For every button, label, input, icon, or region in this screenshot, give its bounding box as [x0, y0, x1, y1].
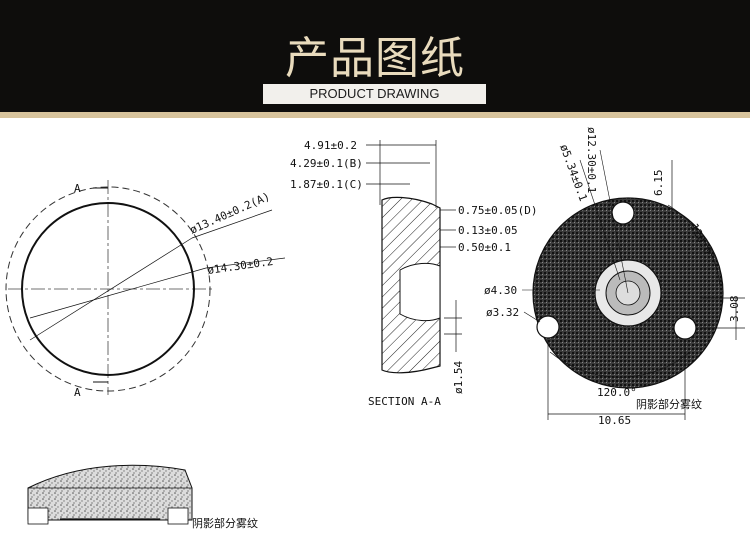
dim-center-bore: ø5.34±0.1	[557, 143, 590, 203]
dim-bore-inner: ø4.30	[484, 284, 517, 297]
front-view-dim-line-b	[29, 267, 207, 319]
leader-line	[523, 311, 541, 323]
dim-width-c: 1.87±0.1(C)	[290, 178, 363, 191]
section-caption: SECTION A-A	[368, 395, 441, 408]
dim-offset: 3.08	[728, 296, 741, 323]
dim-step: 0.13±0.05	[458, 224, 518, 237]
section-view: 4.91±0.2 4.29±0.1(B) 1.87±0.1(C) 0.75±0.…	[290, 139, 537, 408]
dim-notch: 6.15	[652, 170, 665, 197]
dim-lip: 0.50±0.1	[458, 241, 511, 254]
dim-line	[599, 149, 629, 294]
front-view: ø13.40±0.2(A) ø14.30±0.2 A A	[5, 180, 286, 399]
dim-pcd: ø12.30±0.1	[585, 127, 598, 193]
back-view-pin-right	[673, 316, 697, 340]
page-subtitle: PRODUCT DRAWING	[309, 86, 440, 101]
angle-arc-right	[667, 204, 721, 286]
side-view: 阴影部分雾纹	[27, 464, 258, 530]
page-title: 产品图纸	[285, 33, 465, 84]
dim-pin: ø3.32	[486, 306, 519, 319]
dim-diameter-outer: ø14.30±0.2	[207, 255, 274, 277]
side-view-foot-right	[167, 507, 189, 525]
leader-line	[205, 257, 286, 269]
dim-line	[579, 159, 621, 281]
section-mark-top: A	[74, 182, 81, 195]
dim-span: 10.65	[598, 414, 631, 427]
angle-arc-bottom	[549, 351, 691, 378]
dim-diameter-inner: ø13.40±0.2(A)	[188, 190, 272, 237]
back-view-pin-left	[536, 315, 560, 339]
header-divider	[0, 112, 750, 118]
dim-hole: ø1.54	[452, 361, 465, 394]
section-cavity	[399, 262, 441, 322]
dim-width-total: 4.91±0.2	[304, 139, 357, 152]
note-textured-back: 阴影部分雾纹	[636, 397, 702, 411]
side-view-body	[27, 464, 193, 521]
front-view-dim-line-a	[29, 237, 193, 341]
note-textured-side: 阴影部分雾纹	[192, 516, 258, 530]
dim-width-b: 4.29±0.1(B)	[290, 157, 363, 170]
back-view-pin-top	[611, 201, 635, 225]
side-view-foot-left	[27, 507, 49, 525]
section-mark-bottom: A	[74, 386, 81, 399]
front-view-lens-circle	[21, 202, 195, 376]
subtitle-box: PRODUCT DRAWING	[263, 84, 486, 104]
back-view: ø12.30±0.1 ø5.34±0.1 6.15 120.0° 120.0° …	[484, 127, 745, 427]
dim-d: 0.75±0.05(D)	[458, 204, 537, 217]
leader-line	[191, 209, 273, 239]
technical-drawing: ø13.40±0.2(A) ø14.30±0.2 A A 4.91±0.2 4.…	[5, 127, 745, 530]
front-view-outer-circle	[5, 186, 211, 392]
angle-bottom: 120.0°	[597, 386, 637, 399]
